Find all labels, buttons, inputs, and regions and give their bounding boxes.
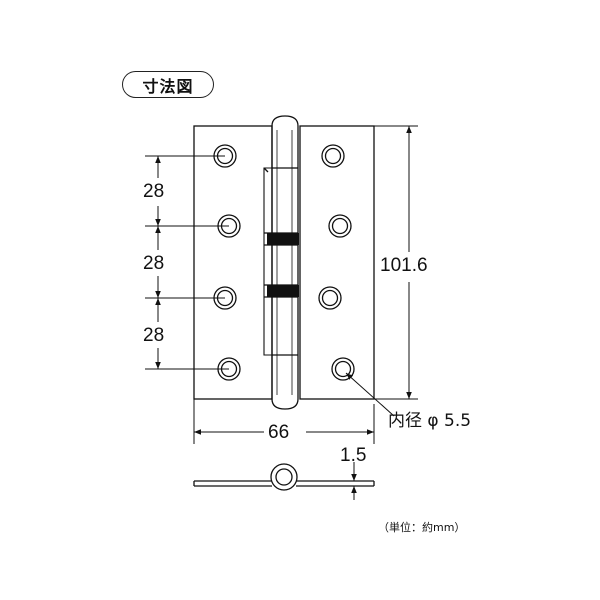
width-dimension [193, 399, 375, 444]
pitch-label-1: 28 [143, 181, 165, 202]
height-label: 101.6 [380, 255, 428, 276]
pitch-label-3: 28 [143, 325, 165, 346]
screw-hole [321, 144, 345, 168]
pitch-dimension [145, 155, 229, 370]
hole-label: 内径 φ 5.5 [388, 411, 472, 431]
thickness-dimension [346, 462, 374, 500]
hinge-side-view [193, 463, 375, 491]
knuckle-bottom-cap [271, 398, 299, 410]
screw-holes [213, 144, 355, 381]
knuckle-top-cap [271, 115, 299, 127]
hinge-front-view [193, 115, 375, 410]
left-leaf [193, 125, 273, 400]
hole-leader [345, 372, 395, 417]
screw-hole [328, 214, 352, 238]
screw-hole [318, 286, 342, 310]
right-leaf [299, 125, 375, 400]
width-label: 66 [268, 422, 290, 443]
height-dimension [374, 125, 418, 400]
drawing-title: 寸法図 [122, 71, 214, 98]
pitch-label-2: 28 [143, 253, 165, 274]
thickness-label: 1.5 [340, 445, 367, 466]
knuckle-band-upper [267, 233, 299, 245]
unit-note: （単位：約mm） [378, 521, 466, 534]
knuckle-band-lower [267, 285, 299, 297]
